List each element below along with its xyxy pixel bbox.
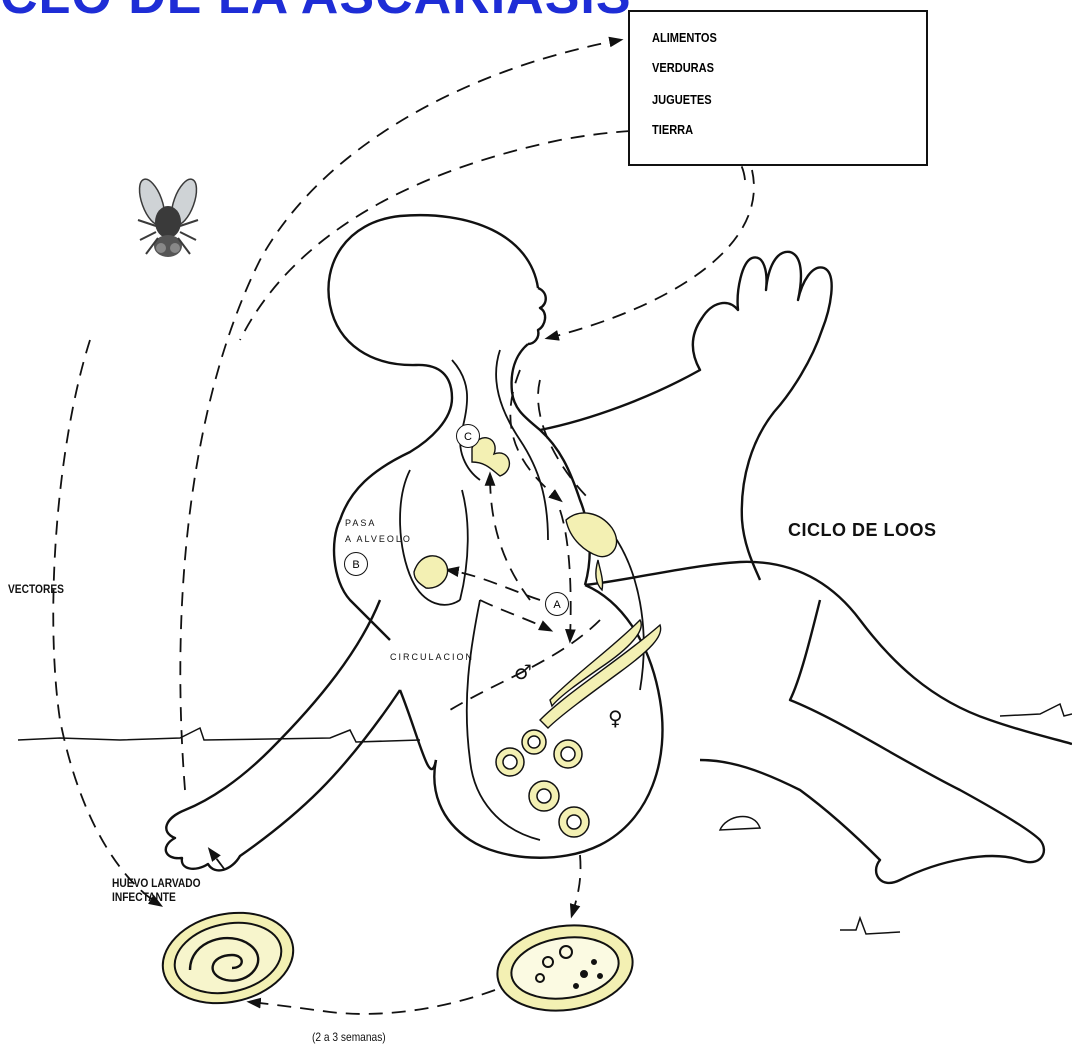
contamination-sources-box: ALIMENTOS VERDURAS JUGUETES TIERRA [628, 10, 928, 166]
cycle-arrows [53, 40, 754, 1014]
circulation-label: CIRCULACION [390, 652, 474, 662]
egg-label-line2: INFECTANTE [112, 890, 176, 904]
source-item: TIERRA [652, 122, 693, 137]
source-item: ALIMENTOS [652, 30, 717, 45]
male-symbol: ♂ [514, 660, 532, 684]
stage-a-marker: A [545, 592, 569, 616]
source-item: VERDURAS [652, 60, 714, 75]
stage-b-marker: B [344, 552, 368, 576]
female-symbol: ♀ [608, 706, 623, 730]
diagram-title: CICLO DE LOOS [788, 520, 937, 541]
fly-icon [134, 176, 201, 257]
internal-eggs [496, 730, 589, 837]
duration-label: (2 a 3 semanas) [312, 1030, 386, 1044]
vectors-label: VECTORES [8, 582, 64, 596]
passes-alveolus-line1: PASA [345, 518, 376, 528]
worms [414, 438, 661, 728]
stage-c-marker: C [456, 424, 480, 448]
source-item: JUGUETES [652, 92, 712, 107]
egg-infective [154, 901, 301, 1015]
egg-fertilized [492, 917, 638, 1019]
egg-label-line1: HUEVO LARVADO [112, 876, 201, 890]
passes-alveolus-line2: A ALVEOLO [345, 534, 412, 544]
